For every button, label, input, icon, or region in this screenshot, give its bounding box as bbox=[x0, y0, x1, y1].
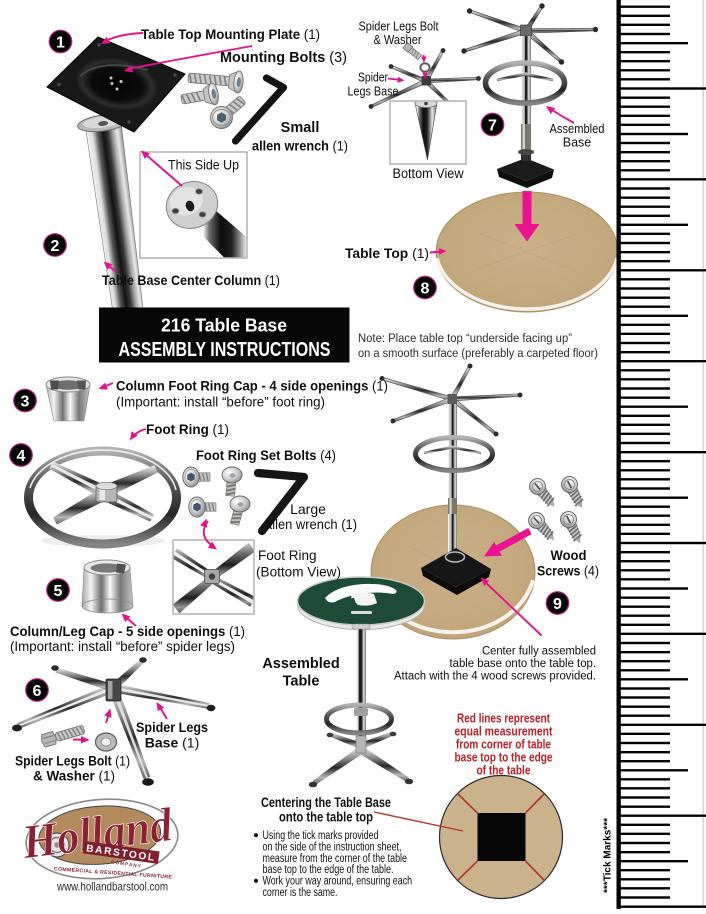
svg-text:4: 4 bbox=[17, 448, 26, 465]
svg-text:9: 9 bbox=[553, 596, 562, 613]
svg-text:Column/Leg Cap - 5 side openin: Column/Leg Cap - 5 side openings (1) bbox=[10, 623, 245, 639]
svg-text:(Important: install “before” f: (Important: install “before” foot ring) bbox=[116, 395, 325, 410]
svg-text:7: 7 bbox=[488, 117, 497, 134]
svg-text:5: 5 bbox=[54, 583, 63, 600]
svg-text:corner is the same.: corner is the same. bbox=[263, 887, 338, 899]
svg-text:allen wrench (1): allen wrench (1) bbox=[265, 517, 357, 532]
svg-text:Legs Base: Legs Base bbox=[348, 85, 399, 99]
svg-text:onto the table top: onto the table top bbox=[279, 810, 373, 825]
svg-text:Table Top (1): Table Top (1) bbox=[345, 245, 429, 261]
svg-text:base top to the edge of the ta: base top to the edge of the table. bbox=[263, 864, 394, 876]
svg-text:Centering the Table Base: Centering the Table Base bbox=[261, 795, 391, 810]
svg-text:216 Table Base: 216 Table Base bbox=[161, 316, 287, 336]
svg-text:Using the tick marks provided: Using the tick marks provided bbox=[263, 830, 379, 842]
svg-text:Foot Ring: Foot Ring bbox=[258, 548, 317, 563]
svg-text:Note: Place table top “undersi: Note: Place table top “underside facing … bbox=[358, 331, 572, 345]
svg-text:ASSEMBLY INSTRUCTIONS: ASSEMBLY INSTRUCTIONS bbox=[119, 339, 331, 361]
svg-text:& Washer: & Washer bbox=[374, 33, 422, 47]
svg-text:3: 3 bbox=[21, 393, 30, 410]
svg-text:Center fully assembled: Center fully assembled bbox=[482, 644, 596, 658]
svg-text:Column Foot Ring Cap - 4 side: Column Foot Ring Cap - 4 side openings (… bbox=[116, 379, 388, 394]
svg-text:table base onto the table top.: table base onto the table top. bbox=[450, 656, 597, 670]
svg-text:Base: Base bbox=[563, 136, 592, 150]
svg-text:8: 8 bbox=[421, 280, 430, 297]
svg-text:Screws (4): Screws (4) bbox=[537, 563, 599, 579]
svg-text:Large: Large bbox=[290, 501, 326, 517]
svg-text:1: 1 bbox=[56, 34, 65, 51]
svg-text:Spider Legs: Spider Legs bbox=[136, 719, 208, 735]
svg-text:COMPANY: COMPANY bbox=[111, 859, 142, 868]
svg-text:of the table: of the table bbox=[477, 763, 531, 778]
svg-text:measure from the corner of the: measure from the corner of the table bbox=[263, 853, 408, 865]
svg-text:base top to the edge: base top to the edge bbox=[455, 750, 553, 765]
svg-text:Wood: Wood bbox=[551, 547, 587, 563]
svg-text:allen wrench (1): allen wrench (1) bbox=[252, 138, 348, 154]
svg-text:www.hollandbarstool.com: www.hollandbarstool.com bbox=[56, 880, 168, 894]
svg-text:Work your way around, ensuring: Work your way around, ensuring each bbox=[263, 876, 413, 888]
svg-text:equal measurement: equal measurement bbox=[455, 724, 554, 739]
svg-text:Red lines represent: Red lines represent bbox=[457, 711, 551, 726]
svg-text:***Tick Marks***: ***Tick Marks*** bbox=[602, 817, 614, 893]
svg-text:from corner of table: from corner of table bbox=[456, 737, 551, 752]
svg-text:Spider Legs Bolt (1): Spider Legs Bolt (1) bbox=[15, 754, 130, 769]
svg-text:This Side Up: This Side Up bbox=[168, 158, 239, 173]
svg-text:Mounting Bolts (3): Mounting Bolts (3) bbox=[220, 50, 347, 66]
svg-text:Table Top Mounting Plate (1): Table Top Mounting Plate (1) bbox=[141, 27, 320, 42]
svg-text:Table: Table bbox=[283, 674, 320, 690]
svg-text:Foot Ring Set Bolts (4): Foot Ring Set Bolts (4) bbox=[196, 447, 336, 463]
svg-text:(Bottom View): (Bottom View) bbox=[256, 565, 341, 580]
svg-text:Assembled: Assembled bbox=[262, 656, 339, 672]
svg-text:Spider: Spider bbox=[358, 71, 388, 85]
svg-text:2: 2 bbox=[51, 238, 60, 255]
svg-text:Small: Small bbox=[281, 120, 320, 136]
svg-text:(Important: install “before” s: (Important: install “before” spider legs… bbox=[10, 639, 235, 654]
svg-text:Attach with the 4 wood screws: Attach with the 4 wood screws provided. bbox=[394, 669, 596, 683]
svg-text:Assembled: Assembled bbox=[550, 122, 605, 136]
svg-text:& Washer (1): & Washer (1) bbox=[33, 769, 115, 784]
svg-text:Base (1): Base (1) bbox=[145, 735, 199, 751]
svg-text:6: 6 bbox=[33, 683, 42, 700]
svg-text:Table Base Center Column (1): Table Base Center Column (1) bbox=[102, 273, 280, 288]
svg-text:on the side of the instruction: on the side of the instruction sheet, bbox=[263, 841, 402, 853]
svg-text:Bottom View: Bottom View bbox=[393, 166, 464, 181]
svg-text:Foot Ring (1): Foot Ring (1) bbox=[146, 421, 229, 437]
svg-text:on a smooth surface (preferabl: on a smooth surface (preferably a carpet… bbox=[358, 346, 598, 360]
svg-text:Spider Legs Bolt: Spider Legs Bolt bbox=[359, 20, 439, 34]
